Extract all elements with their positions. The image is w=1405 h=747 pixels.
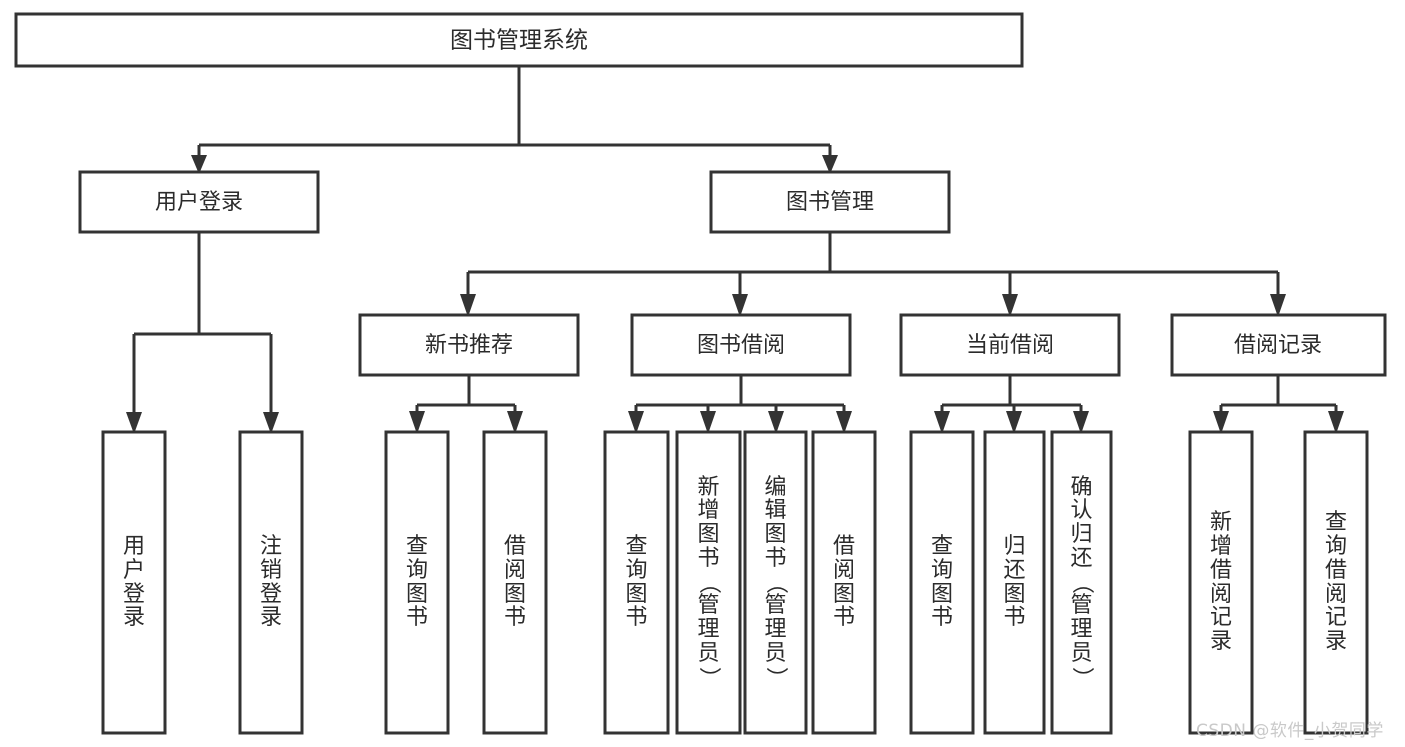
connector-group-root: [191, 66, 838, 174]
arrow-to-borrow-record: [1270, 294, 1286, 317]
node-root[interactable]: 图书管理系统: [14, 12, 1024, 68]
arrow-to-leaf-borrow-book-2: [836, 411, 852, 434]
arrow-to-new-book-rec: [460, 294, 476, 317]
leaf-borrow-book-1-box[interactable]: [482, 430, 548, 735]
connector-group-user-login: [126, 232, 279, 434]
node-book-borrow-box[interactable]: [630, 313, 852, 377]
connector-group-current-borrow: [934, 375, 1089, 434]
arrow-to-leaf-user-login: [126, 412, 142, 434]
arrow-to-leaf-confirm-return: [1073, 411, 1089, 434]
node-borrow-record-label: 借阅记录: [1234, 333, 1322, 358]
node-new-book-rec[interactable]: 新书推荐: [358, 313, 580, 377]
leaf-add-book-box[interactable]: [675, 430, 742, 735]
arrow-to-leaf-return-book: [1006, 411, 1022, 434]
node-new-book-rec-label: 新书推荐: [425, 333, 513, 358]
connector-group-book-manage: [460, 232, 1286, 317]
csdn-watermark: CSDN @软件_小贺同学: [1196, 721, 1384, 741]
connector-group-borrow-record: [1213, 375, 1344, 434]
leaf-user-login-box[interactable]: [101, 430, 167, 735]
leaf-query-book-3-box[interactable]: [909, 430, 975, 735]
arrow-root-to-user-login: [191, 155, 207, 174]
node-book-borrow[interactable]: 图书借阅: [630, 313, 852, 377]
arrow-to-leaf-query-book-3: [934, 411, 950, 434]
leaf-add-record-box[interactable]: [1188, 430, 1254, 735]
leaf-query-book-1-box[interactable]: [384, 430, 450, 735]
node-book-manage-label: 图书管理: [786, 190, 874, 215]
arrow-to-leaf-query-book-1: [409, 411, 425, 434]
arrow-to-leaf-borrow-book-1: [507, 411, 523, 434]
arrow-to-current-borrow: [1002, 294, 1018, 317]
leaf-query-record-box[interactable]: [1303, 430, 1369, 735]
node-borrow-record[interactable]: 借阅记录: [1170, 313, 1387, 377]
arrow-to-book-borrow: [732, 294, 748, 317]
arrow-to-leaf-add-record: [1213, 411, 1229, 434]
node-borrow-record-box[interactable]: [1170, 313, 1387, 377]
node-root-box[interactable]: [14, 12, 1024, 68]
leaf-logout-box[interactable]: [238, 430, 304, 735]
arrow-to-leaf-edit-book: [768, 411, 784, 434]
leaf-confirm-return-box[interactable]: [1050, 430, 1113, 735]
arrow-root-to-book-manage: [822, 155, 838, 174]
node-current-borrow-box[interactable]: [899, 313, 1121, 377]
connector-group-new-book-rec: [409, 375, 523, 434]
node-new-book-rec-box[interactable]: [358, 313, 580, 377]
connector-group-book-borrow: [628, 375, 852, 434]
node-current-borrow[interactable]: 当前借阅: [899, 313, 1121, 377]
node-user-login-box[interactable]: [78, 170, 320, 234]
node-root-label: 图书管理系统: [450, 28, 588, 54]
arrow-to-leaf-logout: [263, 412, 279, 434]
node-book-manage-box[interactable]: [709, 170, 951, 234]
leaf-edit-book-box[interactable]: [743, 430, 808, 735]
node-user-login[interactable]: 用户登录: [78, 170, 320, 234]
arrow-to-leaf-query-record: [1328, 411, 1344, 434]
leaf-borrow-book-2-box[interactable]: [811, 430, 877, 735]
leaf-query-book-2-box[interactable]: [603, 430, 670, 735]
node-user-login-label: 用户登录: [155, 190, 243, 215]
node-book-borrow-label: 图书借阅: [697, 333, 785, 358]
arrow-to-leaf-query-book-2: [628, 411, 644, 434]
node-book-manage[interactable]: 图书管理: [709, 170, 951, 234]
arrow-to-leaf-add-book: [700, 411, 716, 434]
leaf-return-book-box[interactable]: [983, 430, 1046, 735]
node-current-borrow-label: 当前借阅: [966, 333, 1054, 358]
leaf-boxes: [101, 430, 1369, 735]
